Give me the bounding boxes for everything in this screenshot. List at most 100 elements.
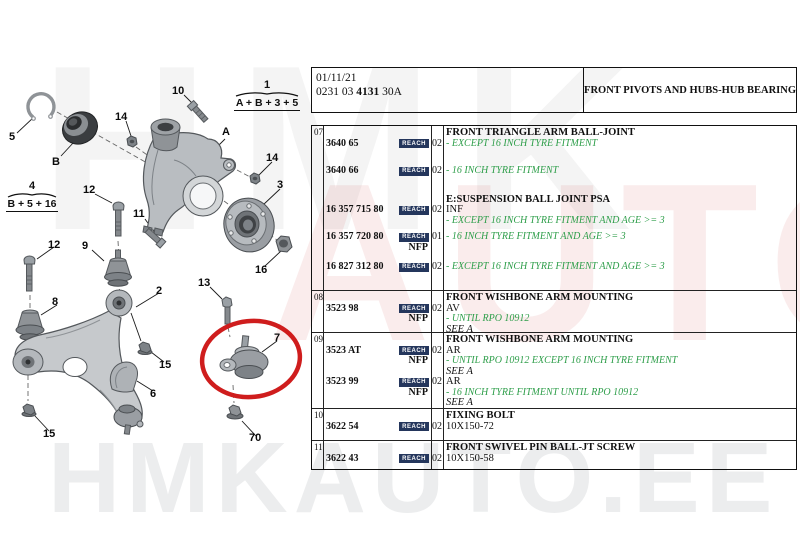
description: - UNTIL RPO 10912 EXCEPT 16 INCH TYRE FI…: [446, 355, 678, 366]
code-suffix: 30A: [382, 86, 402, 98]
header-code: 0231 03 4131 30A: [316, 85, 583, 99]
part-number: 3622 54: [326, 420, 359, 432]
circlip: [26, 92, 56, 121]
table-line: NFP - UNTIL RPO 10912 EXCEPT 16 INCH TYRE…: [312, 355, 796, 367]
part-number: 3523 AT: [326, 344, 362, 356]
bushing-9: [104, 249, 132, 287]
table-line: - EXCEPT 16 INCH TYRE FITMENT AND AGE >=…: [312, 215, 796, 227]
description: - EXCEPT 16 INCH TYRE FITMENT: [446, 137, 598, 149]
column-divider: [431, 126, 432, 469]
part-number: 16 827 312 80: [326, 261, 384, 272]
table-line: SEE A: [312, 397, 796, 408]
reach-badge: REACH: [399, 422, 429, 431]
part-cell: [323, 335, 431, 346]
quantity: 02: [432, 452, 442, 464]
bolt-12-upper: [112, 201, 125, 237]
item-number: 07: [314, 127, 323, 137]
group-expression: B + 5 + 16: [6, 198, 58, 212]
leader-lines: [16, 94, 282, 437]
steering-knuckle: [142, 118, 237, 237]
part-cell: 16 357 715 80 REACH: [323, 204, 431, 216]
diagram-label-3: 3: [277, 179, 284, 191]
bolt-12-lower: [23, 255, 36, 292]
description: INF: [446, 204, 463, 215]
hub-nut-16: [275, 235, 293, 253]
table-line: FIXING BOLT: [312, 410, 796, 422]
item-number: 08: [314, 292, 323, 302]
description: FIXING BOLT: [446, 410, 515, 421]
reach-badge: REACH: [399, 232, 429, 242]
code-prefix: 0231 03: [316, 86, 354, 98]
part-cell: NFP: [323, 355, 431, 367]
parts-diagram: [12, 92, 303, 437]
reach-badge: REACH: [399, 346, 429, 355]
diagram-label-2: 2: [156, 285, 163, 297]
nfp-flag: NFP: [408, 241, 428, 253]
quantity: 02: [432, 204, 442, 215]
quantity: 02: [432, 302, 442, 314]
part-cell: 3622 54 REACH: [323, 420, 431, 433]
table-line: FRONT TRIANGLE ARM BALL-JOINT: [312, 127, 796, 139]
part-number: 3622 43: [326, 452, 359, 464]
part-number: 3640 66: [326, 165, 359, 176]
description: SEE A: [446, 365, 473, 377]
description: FRONT WISHBONE ARM MOUNTING: [446, 292, 634, 303]
table-line: NFP - UNTIL RPO 10912: [312, 313, 796, 325]
page-title: FRONT PIVOTS AND HUBS-HUB BEARING: [584, 84, 796, 96]
description: AR: [446, 376, 461, 387]
nut-15-lower: [21, 403, 37, 417]
reach-badge: REACH: [399, 377, 429, 387]
description: SEE A: [446, 323, 473, 332]
part-cell: [323, 325, 431, 333]
description: E:SUSPENSION BALL JOINT PSA: [446, 193, 611, 205]
nut-14-left: [126, 135, 138, 148]
wishbone-arm: [12, 289, 144, 435]
part-cell: NFP: [323, 241, 431, 254]
nfp-flag: NFP: [408, 355, 428, 366]
description: - UNTIL RPO 10912: [446, 313, 530, 324]
diagram-label-14: 14: [115, 111, 128, 123]
part-number: 16 357 715 80: [326, 204, 384, 215]
group-formula-4: 4 B + 5 + 16: [6, 181, 58, 212]
description: - 16 INCH TYRE FITMENT UNTIL RPO 10912: [446, 386, 639, 398]
reach-badge: REACH: [399, 205, 429, 215]
description: SEE A: [446, 397, 473, 408]
table-line: FRONT SWIVEL PIN BALL-JT SCREW: [312, 442, 796, 454]
highlight-circle: [199, 318, 303, 400]
diagram-label-13: 13: [198, 277, 211, 289]
bushing-8: [15, 309, 45, 341]
part-cell: [323, 293, 431, 304]
part-cell: NFP: [323, 313, 431, 325]
reach-badge: REACH: [399, 166, 429, 176]
overbrace: [235, 92, 299, 97]
column-divider: [323, 126, 324, 469]
diagram-label-16: 16: [255, 264, 268, 276]
table-line: FRONT WISHBONE ARM MOUNTING: [312, 334, 796, 346]
nfp-flag: NFP: [408, 386, 428, 398]
reach-badge: REACH: [399, 139, 429, 148]
nut-70: [226, 404, 244, 420]
description: FRONT WISHBONE ARM MOUNTING: [446, 334, 634, 345]
description: - 16 INCH TYRE FITMENT: [446, 165, 559, 176]
item-number: 10: [314, 410, 323, 420]
header-date: 01/11/21: [316, 72, 357, 84]
diagram-label-15: 15: [159, 359, 172, 371]
diagram-label-14: 14: [266, 152, 279, 164]
bolt-10: [186, 99, 209, 124]
description: - EXCEPT 16 INCH TYRE FITMENT AND AGE >=…: [446, 261, 665, 272]
